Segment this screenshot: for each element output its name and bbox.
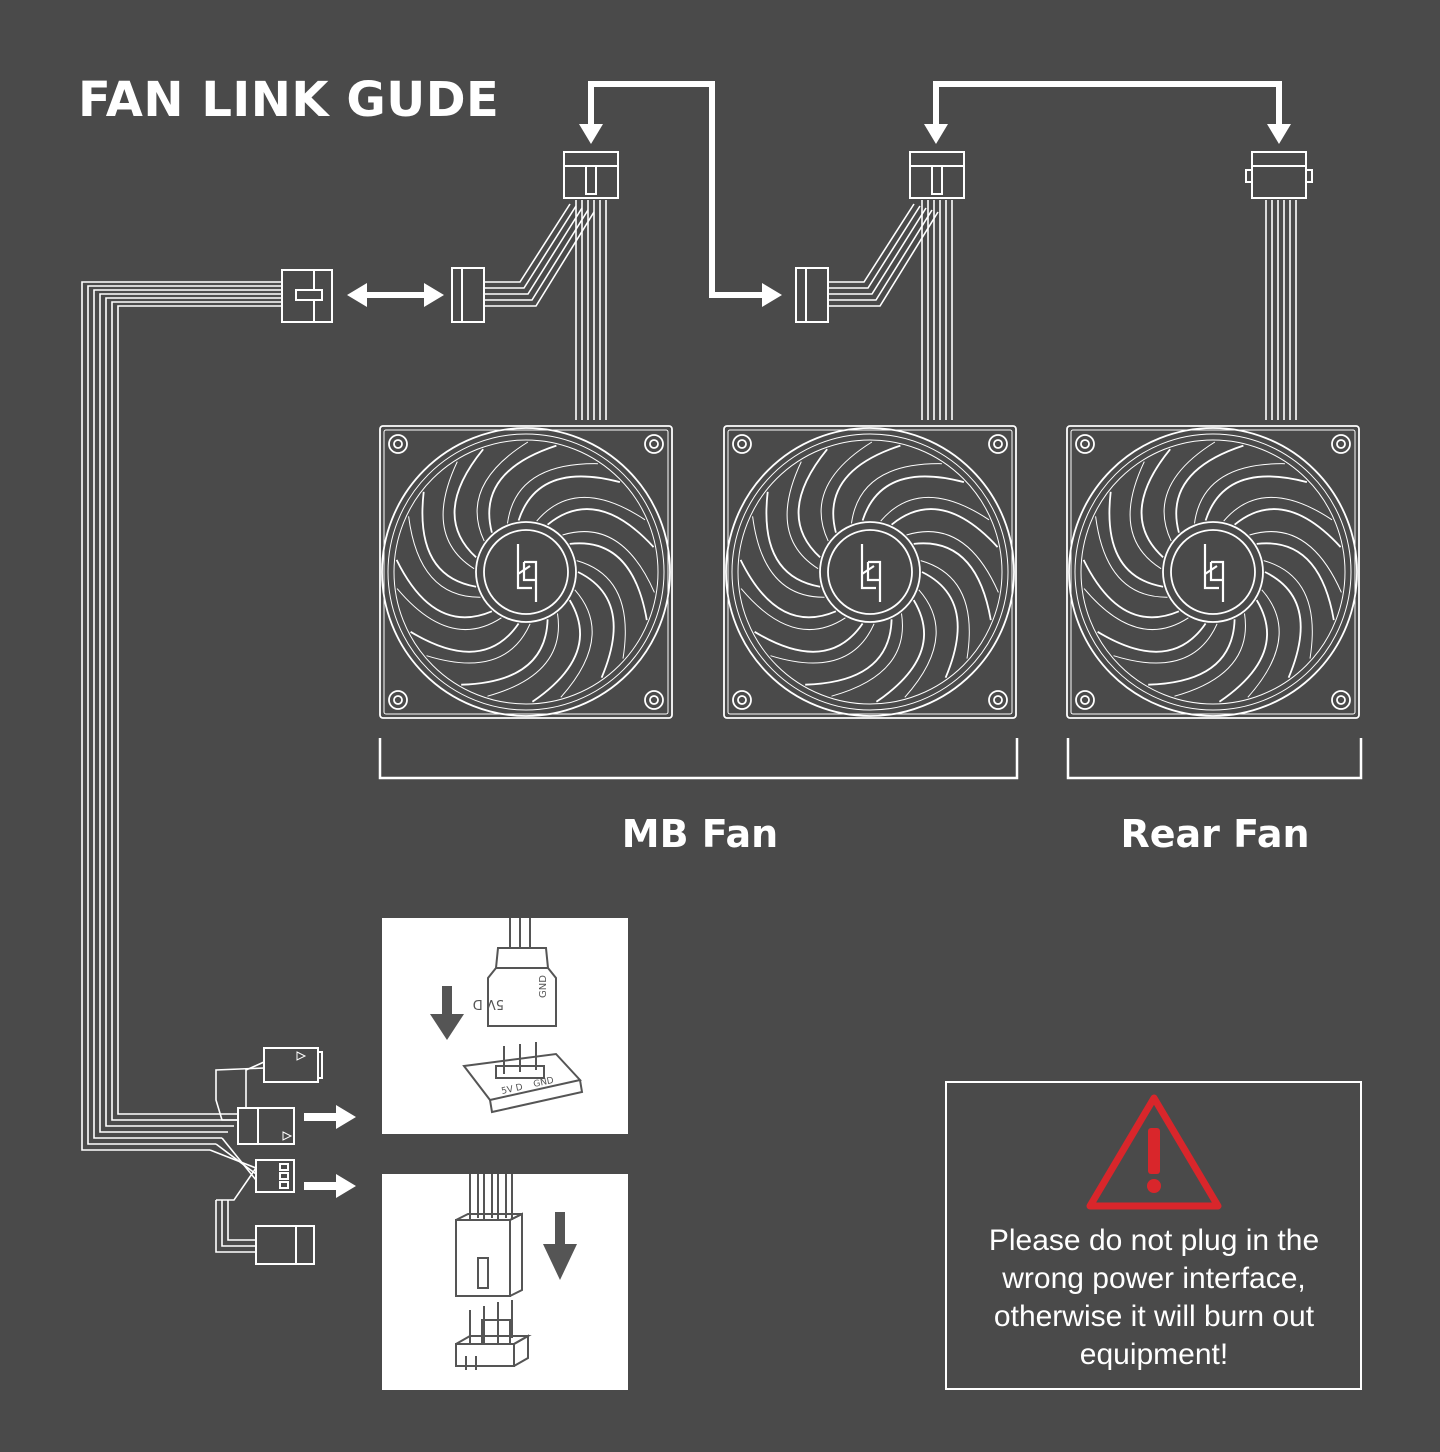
warning-text: Please do not plug in the wrong power in… bbox=[988, 1224, 1320, 1371]
small-triangle-icon bbox=[296, 1051, 307, 1061]
connector-left-female bbox=[281, 269, 333, 323]
connector-fan2-side bbox=[795, 267, 829, 323]
fans bbox=[379, 425, 1360, 719]
page-title: FAN LINK GUDE bbox=[78, 72, 500, 128]
brand-logo-icon bbox=[516, 544, 538, 602]
pin-label-gnd: GND bbox=[538, 975, 549, 998]
connector-fan3-top bbox=[1245, 151, 1313, 199]
warning-triangle-icon bbox=[1086, 1094, 1222, 1210]
connector-pwm bbox=[255, 1225, 315, 1265]
board-label-5v-d: 5V D bbox=[501, 1083, 524, 1097]
fan-1-icon bbox=[379, 425, 673, 719]
flow-arrows bbox=[357, 81, 1282, 298]
connector-fan1-side bbox=[451, 267, 485, 323]
connector-argb-header bbox=[255, 1159, 295, 1193]
pin-label-5v-d: 5V D bbox=[473, 996, 504, 1011]
connector-argb-in bbox=[237, 1107, 295, 1145]
connector-fan2-top bbox=[909, 151, 965, 199]
fan-2-icon bbox=[723, 425, 1017, 719]
fan-3-icon bbox=[1066, 425, 1360, 719]
cables bbox=[81, 200, 1297, 1253]
warning-box bbox=[945, 1081, 1362, 1390]
brand-logo-icon bbox=[860, 544, 882, 602]
connector-argb-out bbox=[263, 1047, 323, 1083]
brackets bbox=[378, 738, 1363, 780]
pwm-install-panel bbox=[382, 1174, 628, 1390]
bracket-rear-fan bbox=[1066, 738, 1363, 780]
rear-fan-label: Rear Fan bbox=[1120, 812, 1310, 856]
arrow-fan2-to-fan1 bbox=[588, 81, 773, 298]
arrow-heads bbox=[304, 124, 1291, 1198]
arrow-fan2-to-fan3 bbox=[933, 81, 1282, 133]
bracket-mb-fan bbox=[378, 738, 1019, 780]
brand-logo-icon bbox=[1203, 544, 1225, 602]
small-triangle-icon bbox=[282, 1131, 293, 1141]
mb-fan-label: MB Fan bbox=[621, 812, 779, 856]
connectors bbox=[237, 151, 1313, 1265]
argb-install-panel: 5V D GND 5V D GND bbox=[382, 918, 628, 1134]
connector-fan1-top bbox=[563, 151, 619, 199]
board-label-gnd: GND bbox=[533, 1076, 555, 1090]
